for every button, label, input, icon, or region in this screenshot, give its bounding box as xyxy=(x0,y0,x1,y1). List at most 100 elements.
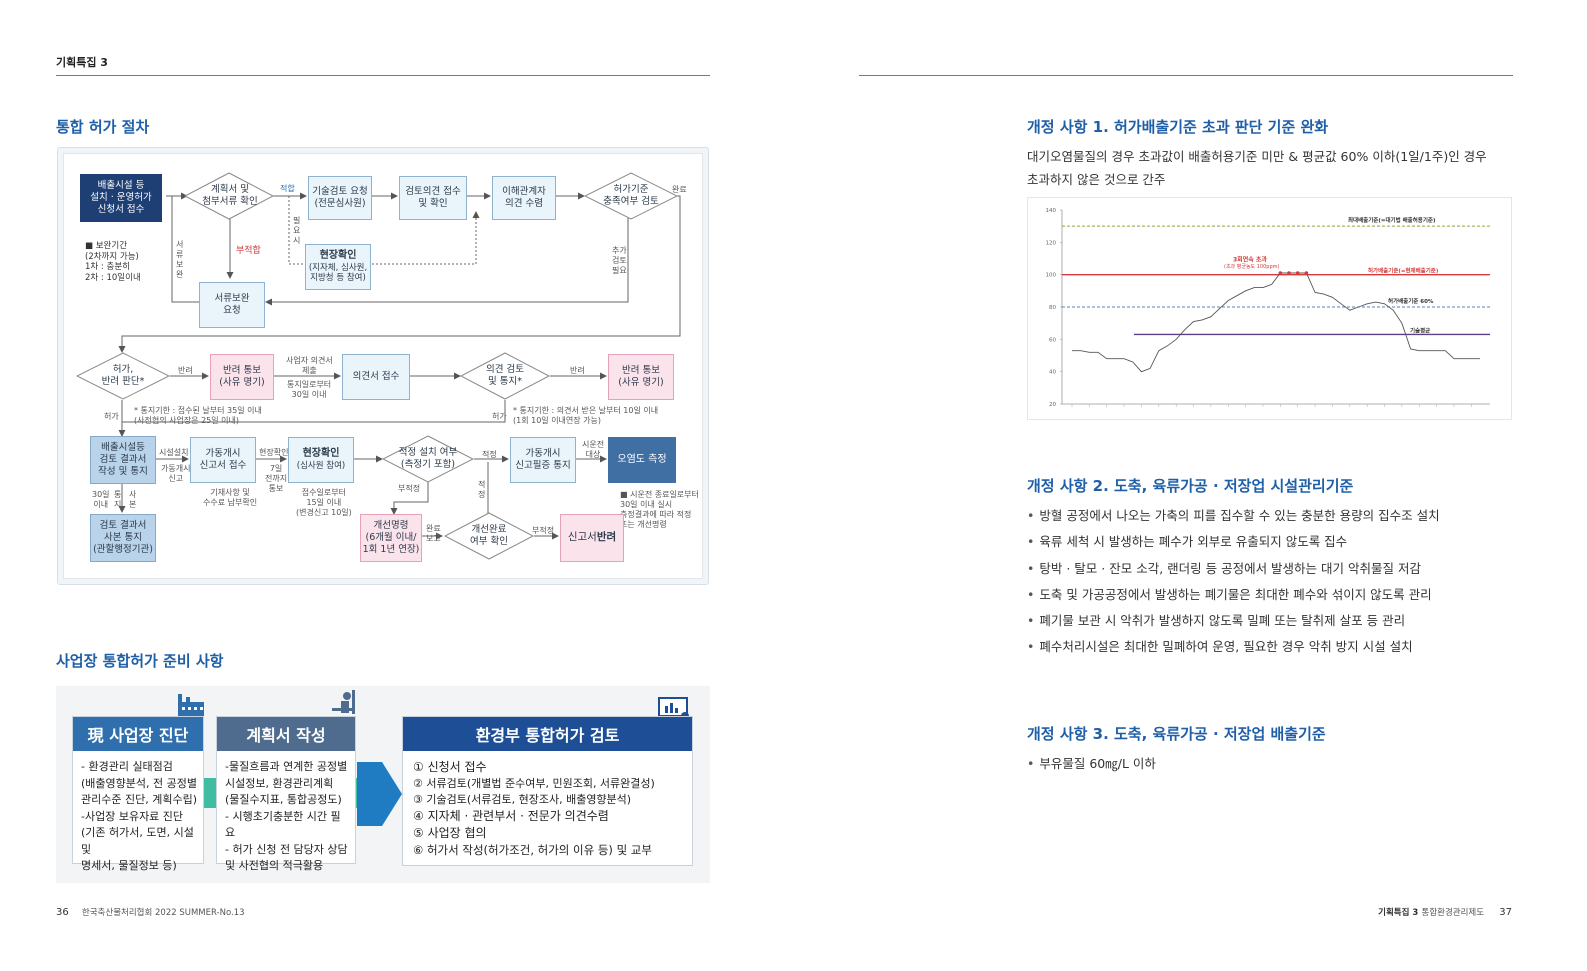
review-plan-diamond xyxy=(184,172,274,220)
sec2-item: 도축 및 가공공정에서 발생하는 폐기물은 최대한 폐수와 섞이지 않도록 관리 xyxy=(1027,582,1440,608)
flowchart-canvas: 배출시설 등 설치 · 운영허가 신청서 접수 계획서 및 첨부서류 확인 적합… xyxy=(63,153,703,579)
start-report-box: 가동개시 신고서 접수 xyxy=(190,437,256,483)
footer-left: 36 한국축산물처리협회 2022 SUMMER-No.13 xyxy=(56,906,245,918)
prep-step: ③ 기술검토(서류검토, 현장조사, 배출영향분석) xyxy=(413,792,632,806)
chart-reference-label: 허가배출기준 60% xyxy=(1388,297,1434,305)
chart-series-line xyxy=(1072,272,1480,373)
sec1-text-2: 초과하지 않은 것으로 간주 xyxy=(1027,172,1166,187)
copy-label: 사 본 xyxy=(129,490,137,509)
flowchart-connectors xyxy=(118,192,681,540)
prep-diagram: 現 사업장 진단 - 환경관리 실태점검 (배출영향분석, 전 공정별 관리수준… xyxy=(56,686,710,883)
opinion-receipt-box: 의견서 접수 xyxy=(342,354,410,400)
field-label: 현장확인 xyxy=(259,448,289,457)
improve-check-label: 개선완료 여부 확인 xyxy=(470,524,508,547)
chart-y-tick-label: 100 xyxy=(1046,273,1057,279)
sec2-item: 탕박 · 탈모 · 잔모 소각, 랜더링 등 공정에서 발생하는 대기 악취물질… xyxy=(1027,556,1440,582)
install-label: 시설설치 xyxy=(159,448,189,457)
prep-step: ⑥ 허가서 작성(허가조건, 허가의 이유 등) 및 교부 xyxy=(413,842,652,857)
prep-col1-title: 現 사업장 진단 xyxy=(73,717,203,751)
decision-diamond xyxy=(76,352,170,400)
chart-annotation-title: 3회연속 초과 xyxy=(1233,256,1267,264)
sec2-title: 개정 사항 2. 도축, 육류가공 · 저장업 시설관리기준 xyxy=(1027,477,1354,495)
sec1-text-1: 대기오염물질의 경우 초과값이 배출허용기준 미만 & 평균값 60% 이하(1… xyxy=(1027,149,1487,164)
field-check-sub: (지자체, 심사원, 지방청 등 참여) xyxy=(308,262,368,284)
reject-notice-1: 반려 통보 (사유 명기) xyxy=(210,354,274,400)
done-label: 완료 xyxy=(672,185,687,194)
start-doc-label: 기재사항 및 수수료 납부확인 xyxy=(203,488,258,507)
sec2-item: 방혈 공정에서 나오는 가축의 피를 집수할 수 있는 충분한 용량의 집수조 … xyxy=(1027,503,1439,529)
review-copy-box: 검토 결과서 사본 통지 (관할행정기관) xyxy=(90,514,156,562)
chart-y-tick-label: 140 xyxy=(1046,208,1057,214)
opinion-review-label: 의견 검토 및 통지* xyxy=(486,364,524,387)
prep-title: 사업장 통합허가 준비 사항 xyxy=(56,652,224,670)
prep-col-diagnosis: 現 사업장 진단 - 환경관리 실태점검 (배출영향분석, 전 공정별 관리수준… xyxy=(72,716,204,872)
proper-label-1: 적정 xyxy=(482,450,497,459)
within7-label: 7일 전까지 통보 xyxy=(265,464,288,493)
report-reject-prefix: 신고서 xyxy=(567,531,597,544)
unfit-label: 부적합 xyxy=(236,246,261,256)
prep-col2-title: 계획서 작성 xyxy=(217,717,355,751)
chart-exceed-point xyxy=(1304,271,1309,275)
chart-y-tick-label: 80 xyxy=(1049,305,1056,311)
trial-note: ■ 시운전 종료일로부터 30일 이내 실시 측정결과에 따라 적정 또는 개선… xyxy=(620,490,699,529)
sec2-item: 육류 세척 시 발생하는 폐수가 외부로 유출되지 않도록 집수 xyxy=(1027,529,1440,555)
chart-exceed-point xyxy=(1287,271,1291,275)
sec3-title: 개정 사항 3. 도축, 육류가공 · 저장업 배출기준 xyxy=(1027,725,1326,743)
sec1-title: 개정 사항 1. 허가배출기준 초과 판단 기준 완화 xyxy=(1027,118,1329,136)
reject-notice-2: 반려 통보 (사유 명기) xyxy=(608,354,674,400)
fit-label: 적합 xyxy=(280,184,295,193)
prep-step: ① 신청서 접수 xyxy=(413,760,487,774)
permit-flowchart: 배출시설 등 설치 · 운영허가 신청서 접수 계획서 및 첨부서류 확인 적합… xyxy=(57,147,709,585)
prep-col-review: 환경부 통합허가 검토 ① 신청서 접수 ② 서류검토(개별법 준수여부, 민원… xyxy=(402,716,693,866)
field-check2-title: 현장확인 xyxy=(302,448,340,460)
start-notice-box: 가동개시 신고필증 통지 xyxy=(510,437,576,483)
report-reject-box: 신고서 반려 xyxy=(560,514,624,562)
start-report-label: 가동개시 신고 xyxy=(161,464,191,483)
need-label: 필 요 시 xyxy=(293,216,301,245)
proper-label-2: 적 정 xyxy=(478,480,486,499)
chart-exceed-point xyxy=(1278,271,1283,275)
prep-step: ④ 지자체 · 관련부서 · 전문가 의견수렴 xyxy=(413,808,609,823)
chart-y-tick-label: 60 xyxy=(1049,337,1056,343)
decision-label: 허가, 반려 판단* xyxy=(101,364,145,387)
doc-supplement-label: 서 류 보 완 xyxy=(176,240,184,279)
field-check2-sub: (심사원 참여) xyxy=(296,460,346,471)
footer-section-tag: 기획특집 3 xyxy=(1378,908,1419,918)
chart-reference-label: 기술평균 xyxy=(1410,326,1430,334)
tech-review-box: 기술검토 요청 (전문심사원) xyxy=(308,176,372,220)
extra-review-label: 추가 검토 필요 xyxy=(612,246,627,275)
improve-check-diamond xyxy=(444,512,534,560)
opinion-deadline-note: * 통지기한 : 의견서 받은 날부터 10일 이내 (1회 10일 이내연장 … xyxy=(513,406,659,425)
complete-report-label: 완료 보고 xyxy=(426,524,441,543)
prep-col-plan: 계획서 작성 -물질흐름과 연계한 공정별 시설정보, 환경관리계획 (물질수지… xyxy=(216,716,356,872)
pollution-measure-box: 오염도 측정 xyxy=(608,437,676,483)
permit-label-1: 허가 xyxy=(104,412,119,421)
chart-exceed-point xyxy=(1295,271,1300,275)
chart-y-tick-label: 20 xyxy=(1049,402,1056,408)
page-number-right: 37 xyxy=(1499,907,1512,918)
proper-install-label: 적정 설치 여부 (측정기 포함) xyxy=(398,447,458,470)
report-reject-bold: 반려 xyxy=(596,531,617,544)
review-plan-label: 계획서 및 첨부서류 확인 xyxy=(202,184,258,207)
notice-deadline-note: * 통지기한 : 접수된 날부터 35일 이내 (사전협의 사업장은 25일 이… xyxy=(134,406,262,425)
criteria-diamond xyxy=(584,172,678,220)
publication-name: 한국축산물처리협회 2022 SUMMER-No.13 xyxy=(81,908,245,918)
sec2-item: 폐수처리시설은 최대한 밀폐하여 운영, 필요한 경우 악취 방지 시설 설치 xyxy=(1027,634,1440,660)
prep-step: ⑤ 사업장 협의 xyxy=(413,825,487,840)
opinion-review-diamond xyxy=(460,352,550,400)
footer-right: 기획특집 3 통합환경관리제도 37 xyxy=(1378,906,1512,918)
prep-col1-body: - 환경관리 실태점검 (배출영향분석, 전 공정별 관리수준 진단, 계획수립… xyxy=(81,760,197,872)
chart-reference-label: 최대배출기준(=대기법 배출허용기준) xyxy=(1348,216,1436,224)
improve-order-box: 개선명령 (6개월 이내/ 1회 1년 연장) xyxy=(360,514,422,562)
chart-y-tick-label: 120 xyxy=(1046,240,1057,246)
prep-col3-title: 환경부 통합허가 검토 xyxy=(403,717,692,751)
notice-days-label: 통지일로부터 30일 이내 xyxy=(287,380,332,399)
stakeholder-box: 이해관계자 의견 수렴 xyxy=(492,176,556,220)
criteria-label: 허가기준 충족여부 검토 xyxy=(603,184,659,207)
supplement-note: ■ 보완기간 (2차까지 가능) 1차 : 충분히 2차 : 10일이내 xyxy=(85,241,141,283)
prep-col2-body: -물질흐름과 연계한 공정별 시설정보, 환경관리계획 (물질수지표, 통합공정… xyxy=(225,760,348,872)
field-check2-box: 현장확인 (심사원 참여) xyxy=(288,437,354,483)
apply-box: 배출시설 등 설치 · 운영허가 신청서 접수 xyxy=(80,174,162,222)
sec3-item: 부유물질 60㎎/L 이하 xyxy=(1027,751,1156,777)
